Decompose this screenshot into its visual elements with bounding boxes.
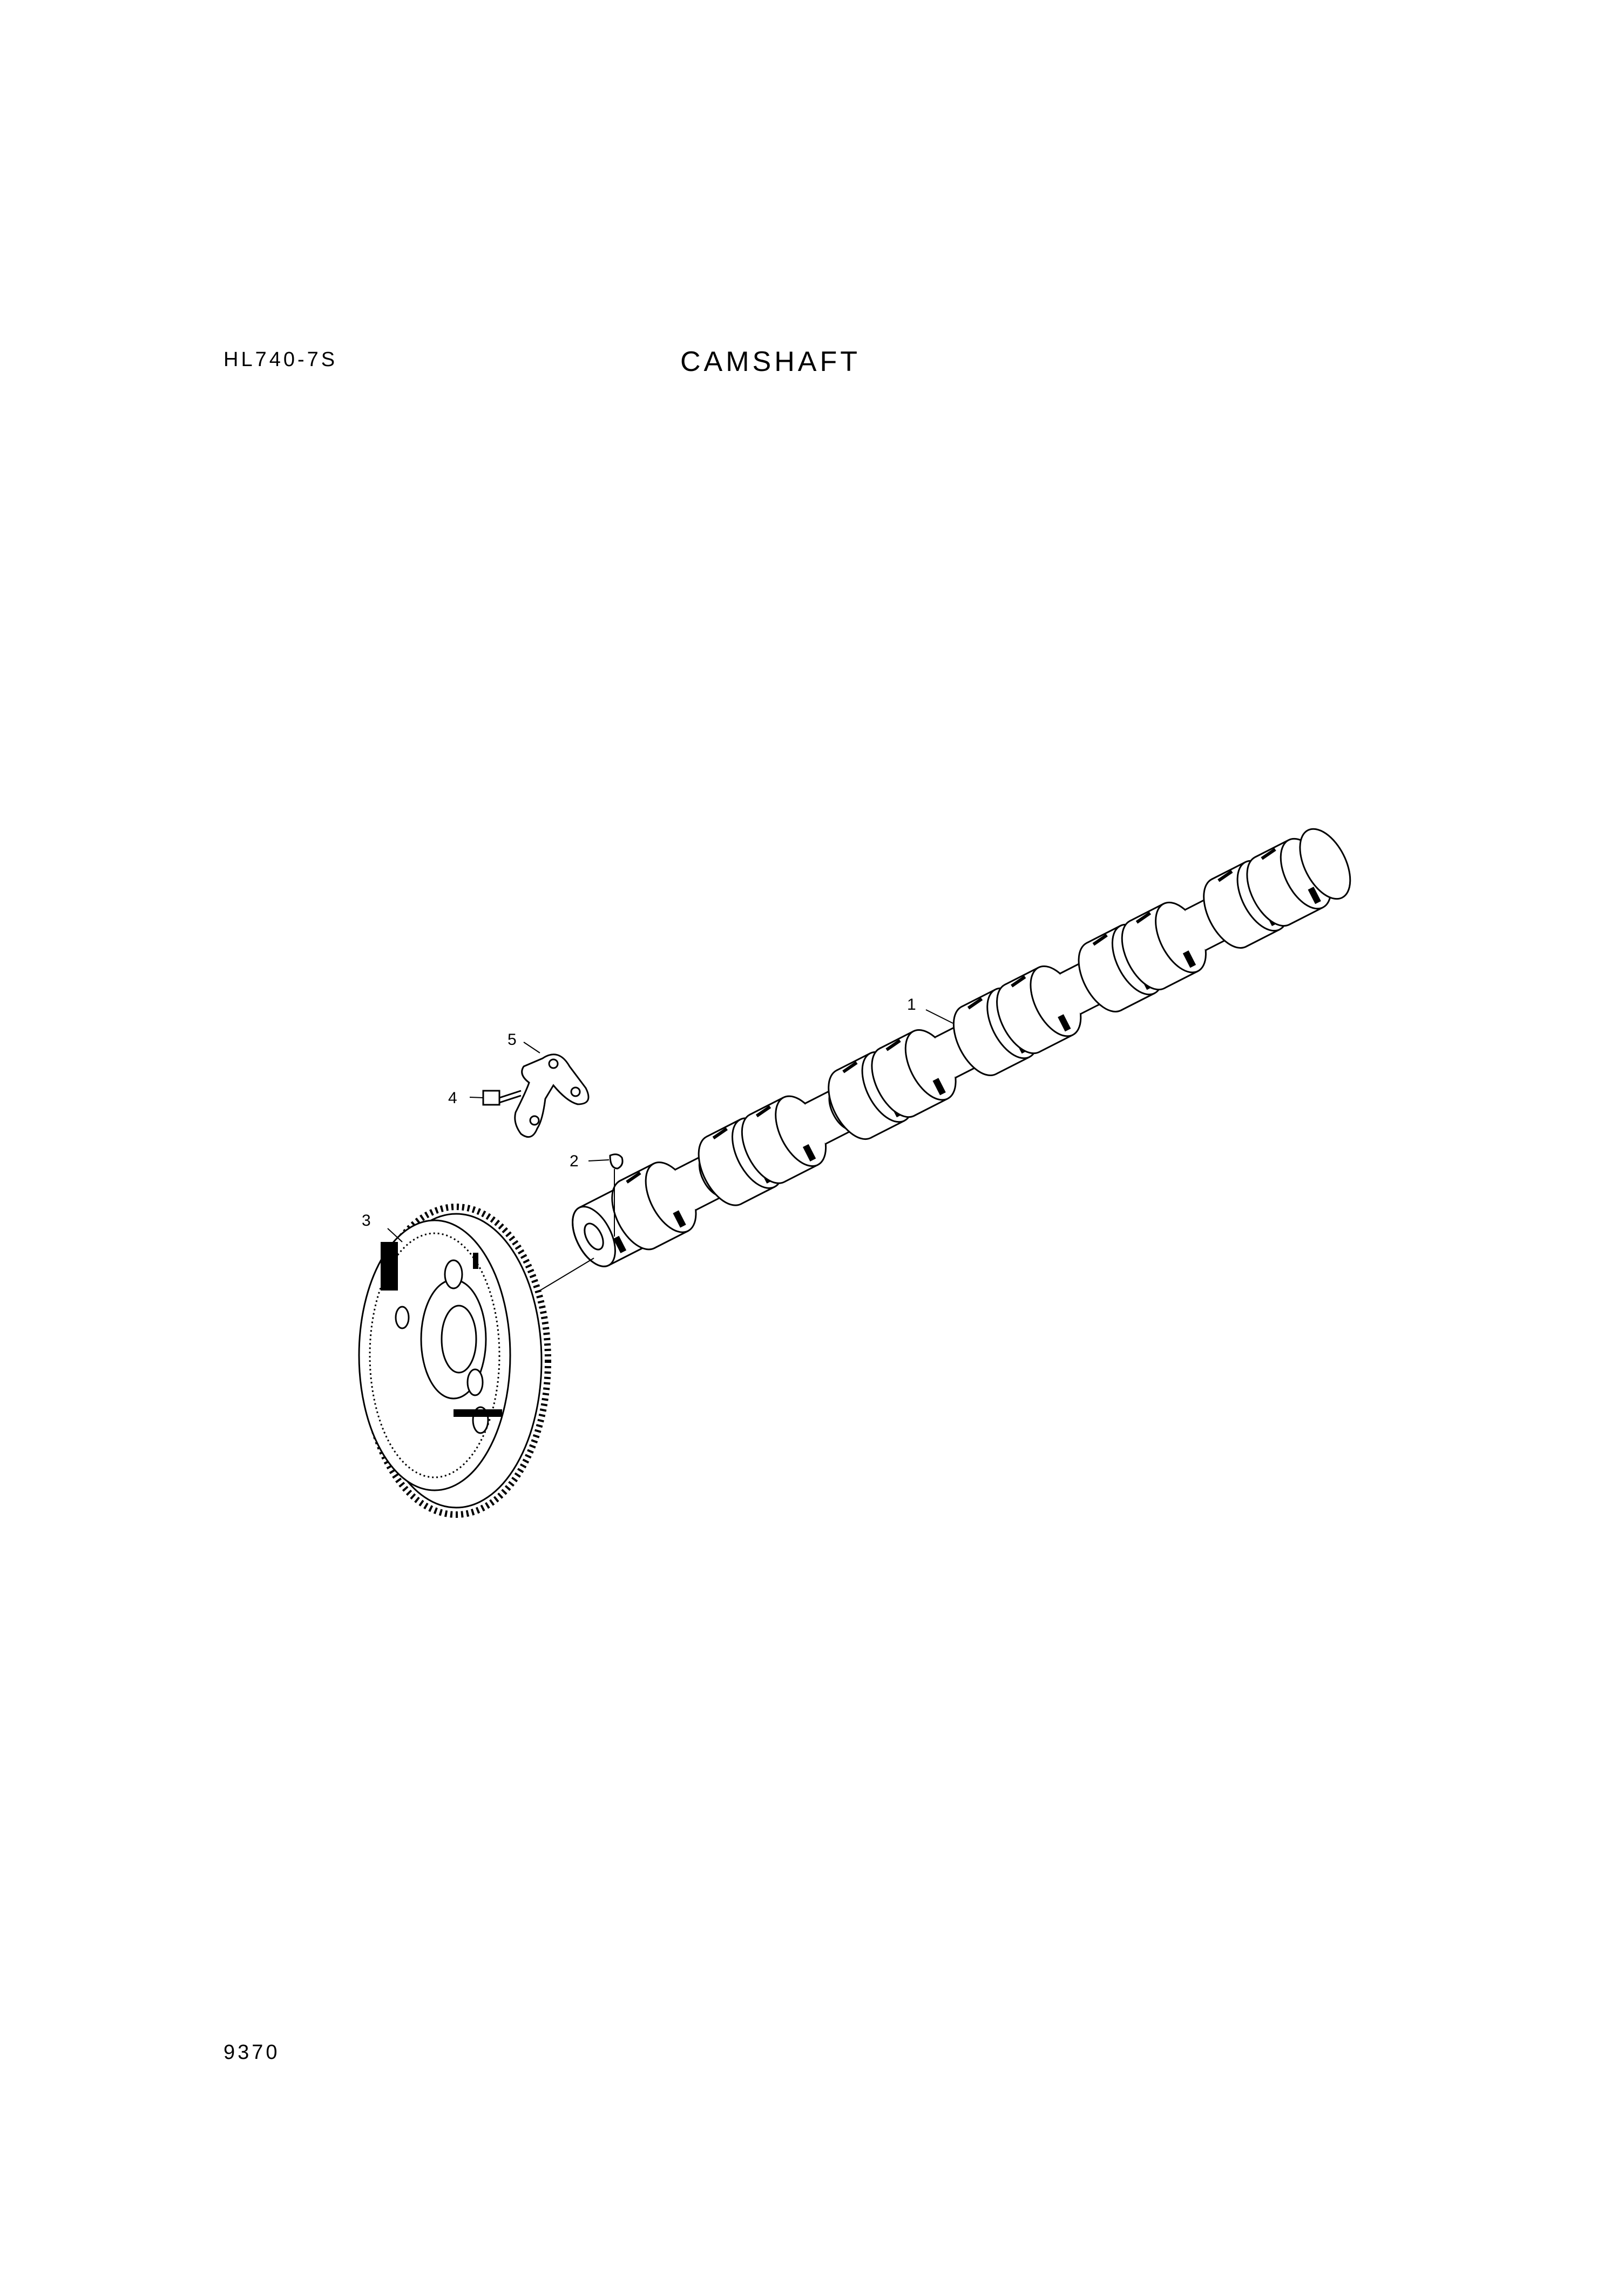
key-part <box>609 1153 624 1170</box>
page-title: CAMSHAFT <box>680 346 861 377</box>
callout-3: 3 <box>362 1212 371 1230</box>
leader-lines <box>387 1009 953 1291</box>
bolt-part <box>482 1090 522 1106</box>
model-code: HL740-7S <box>224 348 338 371</box>
callout-4: 4 <box>448 1089 457 1107</box>
callout-5: 5 <box>508 1031 517 1049</box>
page-number: 9370 <box>224 2041 280 2064</box>
cam-gear-part <box>358 1204 551 1518</box>
callout-2: 2 <box>570 1152 579 1170</box>
callout-1: 1 <box>907 996 916 1014</box>
camshaft-part <box>572 828 1351 1267</box>
thrust-plate-part <box>514 1053 590 1138</box>
